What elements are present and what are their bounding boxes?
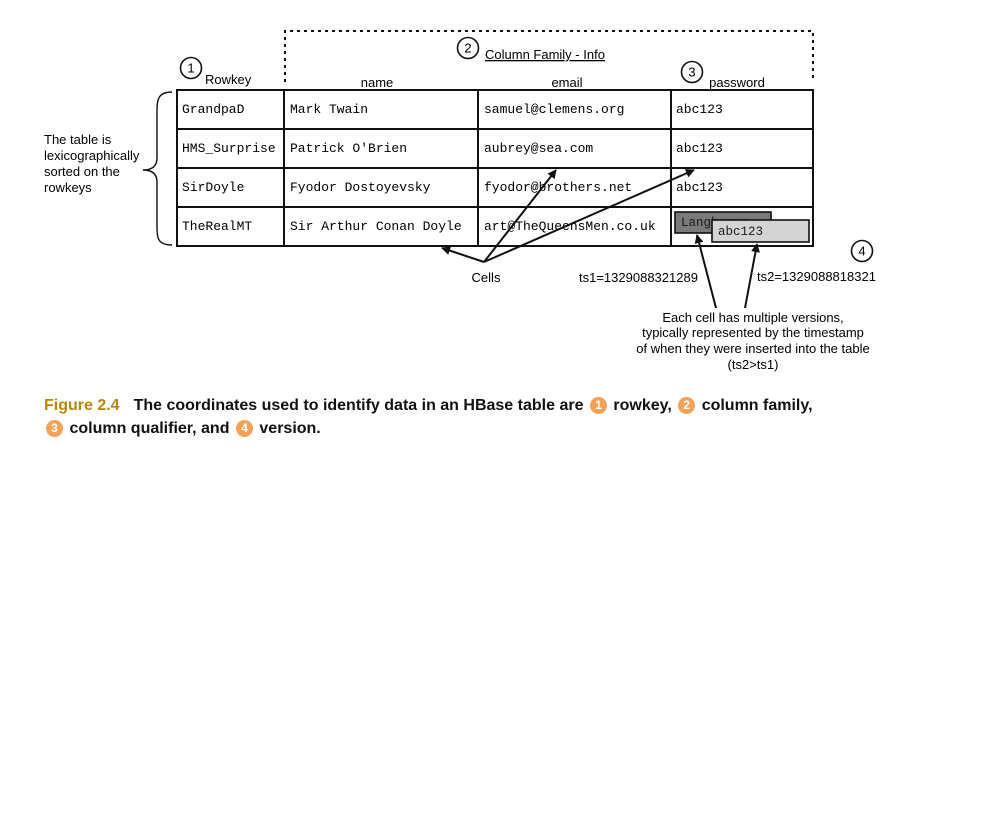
badge-icon: 4 [235, 420, 253, 437]
name-cell: Fyodor Dostoyevsky [290, 180, 431, 195]
marker-version: 4 [850, 239, 874, 263]
svg-text:The table is: The table is [44, 132, 112, 147]
password-cell: abc123 [676, 180, 723, 195]
svg-text:abc123: abc123 [718, 225, 763, 239]
svg-text:3: 3 [688, 65, 695, 80]
name-cell: Patrick O'Brien [290, 141, 407, 156]
badge-icon: 2 [678, 397, 696, 414]
cells-arrows [441, 169, 695, 263]
versions-note: Each cell has multiple versions, typical… [636, 310, 869, 372]
table-row: TheRealMT Sir Arthur Conan Doyle art@The… [182, 211, 810, 243]
name-column-header: name [361, 75, 394, 90]
rowkey-cell: TheRealMT [182, 219, 252, 234]
cells-label: Cells [472, 270, 501, 285]
password-cell: abc123 [676, 141, 723, 156]
marker-column-family: 2 [456, 36, 480, 60]
svg-text:typically represented by the t: typically represented by the timestamp [642, 325, 864, 340]
rowkey-cell: HMS_Surprise [182, 141, 276, 156]
marker-column-qualifier: 3 [680, 60, 704, 84]
table-row: GrandpaD Mark Twain samuel@clemens.org a… [182, 102, 723, 117]
svg-text:lexicographically: lexicographically [44, 148, 140, 163]
email-cell: art@TheQueensMen.co.uk [484, 219, 656, 234]
password-column-header: password [709, 75, 765, 90]
svg-text:2: 2 [464, 41, 471, 56]
svg-text:of when they were inserted int: of when they were inserted into the tabl… [636, 341, 869, 356]
rowkeys-brace [142, 91, 173, 246]
badge-icon: 3 [46, 420, 63, 437]
table-row: SirDoyle Fyodor Dostoyevsky fyodor@broth… [182, 180, 723, 195]
svg-text:(ts2>ts1): (ts2>ts1) [728, 357, 779, 372]
ts2-label: ts2=1329088818321 [757, 269, 876, 284]
email-cell: aubrey@sea.com [484, 141, 593, 156]
email-cell: fyodor@brothers.net [484, 180, 632, 195]
svg-text:4: 4 [858, 244, 865, 259]
ts1-label: ts1=1329088321289 [579, 270, 698, 285]
rowkey-cell: GrandpaD [182, 102, 245, 117]
table-grid [176, 89, 814, 247]
figure-label: Figure 2.4 [44, 397, 120, 414]
column-family-bracket [284, 30, 814, 82]
table-row: HMS_Surprise Patrick O'Brien aubrey@sea.… [182, 141, 723, 156]
svg-text:Each cell has multiple version: Each cell has multiple versions, [662, 310, 843, 325]
email-cell: samuel@clemens.org [484, 102, 624, 117]
svg-text:rowkeys: rowkeys [44, 180, 92, 195]
name-cell: Sir Arthur Conan Doyle [290, 219, 462, 234]
badge-icon: 1 [589, 397, 607, 414]
email-column-header: email [551, 75, 582, 90]
sorted-note: The table is lexicographically sorted on… [44, 132, 140, 195]
svg-text:1: 1 [187, 61, 194, 76]
column-family-title: Column Family - Info [485, 47, 605, 62]
password-cell: abc123 [676, 102, 723, 117]
rowkey-header: Rowkey [205, 72, 252, 87]
name-cell: Mark Twain [290, 102, 368, 117]
password-version-new: abc123 [711, 219, 810, 243]
svg-text:sorted on the: sorted on the [44, 164, 120, 179]
version-arrows [694, 234, 760, 309]
marker-rowkey: 1 [179, 56, 203, 80]
rowkey-cell: SirDoyle [182, 180, 244, 195]
